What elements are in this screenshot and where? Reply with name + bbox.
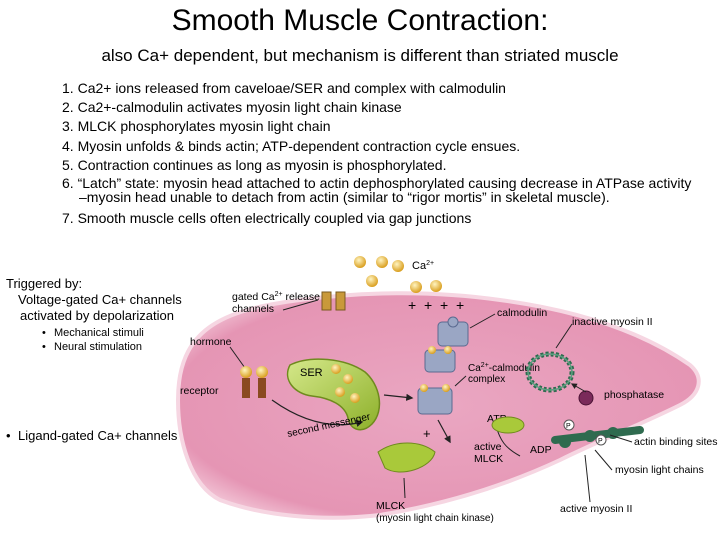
calmodulin-complex <box>417 346 456 415</box>
ser-organelle <box>286 358 381 431</box>
sub-bullets: •Mechanical stimuli •Neural stimulation <box>42 326 202 354</box>
step-number: 6. <box>62 174 74 191</box>
step-text: MLCK phosphorylates myosin light chain <box>77 118 331 135</box>
step-item: 2. Ca2+-calmodulin activates myosin ligh… <box>62 99 702 115</box>
triggered-by-heading: Triggered by: <box>6 276 83 291</box>
ca-label: Ca2+ <box>412 260 434 272</box>
light-chains-label: myosin light chains <box>615 464 704 476</box>
page-subtitle: also Ca+ dependent, but mechanism is dif… <box>101 46 619 65</box>
gated-release-label: gated Ca2+ release <box>232 291 320 303</box>
svg-text:P: P <box>598 438 603 445</box>
hormone-label: hormone <box>190 336 232 348</box>
step-number: 7. <box>62 209 74 226</box>
adp-label: ADP <box>530 444 552 456</box>
active-myosin-label: active myosin II <box>560 503 632 515</box>
calmodulin-shape <box>437 316 469 347</box>
step-text: Smooth muscle cells often electrically c… <box>77 209 472 226</box>
receptor-shape <box>240 366 268 398</box>
calcium-ions-outside <box>354 256 442 293</box>
step-number: 2. <box>62 99 74 116</box>
svg-text:+: + <box>408 297 416 313</box>
svg-text:P: P <box>566 423 571 430</box>
charge-plus-signs: + + + + <box>408 297 464 313</box>
mlck-inactive-shape <box>377 442 436 473</box>
step-number: 4. <box>62 137 74 154</box>
phosphatase-shape <box>578 390 594 406</box>
svg-text:+: + <box>456 297 464 313</box>
inactive-myosin-label: inactive myosin II <box>572 316 653 328</box>
plus-sign: + <box>423 426 431 441</box>
step-item: 1. Ca2+ ions released from caveloae/SER … <box>62 80 702 96</box>
step-text: Myosin unfolds & binds actin; ATP-depend… <box>77 137 521 154</box>
complex-label-2: complex <box>468 374 505 385</box>
step-text: “Latch” state: myosin head attached to a… <box>77 174 692 205</box>
complex-label: Ca2+-calmodulin <box>468 362 540 374</box>
triggered-by-block: Triggered by: •Voltage-gated Ca+ channel… <box>6 276 206 324</box>
phosphatase-label: phosphatase <box>604 389 664 401</box>
step-item: 4. Myosin unfolds & binds actin; ATP-dep… <box>62 138 702 154</box>
phosphate-p-2 <box>595 434 607 446</box>
second-messenger-arrow <box>271 399 364 427</box>
mlck-full-label: (myosin light chain kinase) <box>376 513 494 524</box>
calcium-ions-ser <box>331 364 360 403</box>
page-title: Smooth Muscle Contraction: <box>171 4 549 37</box>
receptor-label: receptor <box>180 385 219 397</box>
step-number: 1. <box>62 80 74 96</box>
steps-list: 1. Ca2+ ions released from caveloae/SER … <box>62 80 702 229</box>
gated-channels <box>321 291 346 311</box>
actin-binding-label: actin binding sites <box>634 436 717 448</box>
voltage-gated-item: •Voltage-gated Ca+ channels activated by… <box>18 292 182 323</box>
ligand-gated-item: •Ligand-gated Ca+ channels <box>6 428 178 443</box>
neural-item: •Neural stimulation <box>42 341 143 353</box>
ser-label: SER <box>300 367 323 379</box>
phosphate-p-1 <box>563 419 575 431</box>
active-mlck-label-2: MLCK <box>474 453 503 465</box>
step-item: 3. MLCK phosphorylates myosin light chai… <box>62 118 702 134</box>
calmodulin-label: calmodulin <box>497 307 547 319</box>
step-item: 7. Smooth muscle cells often electricall… <box>62 210 702 226</box>
active-myosin-filament <box>551 426 644 448</box>
mlck-label: MLCK <box>376 500 405 512</box>
channels-label: channels <box>232 303 274 315</box>
mechanical-item: •Mechanical stimuli <box>42 327 144 339</box>
step-text: Ca2+-calmodulin activates myosin light c… <box>77 99 402 116</box>
svg-text:+: + <box>424 297 432 313</box>
step-text: Ca2+ ions released from caveloae/SER and… <box>77 80 506 96</box>
step-text: Contraction continues as long as myosin … <box>77 156 447 173</box>
step-number: 3. <box>62 118 74 135</box>
active-mlck-shape <box>491 416 525 434</box>
step-item: 5. Contraction continues as long as myos… <box>62 157 702 173</box>
step-number: 5. <box>62 156 74 173</box>
step-item: 6. “Latch” state: myosin head attached t… <box>62 176 702 204</box>
active-mlck-label: active <box>474 441 502 453</box>
svg-text:+: + <box>440 297 448 313</box>
